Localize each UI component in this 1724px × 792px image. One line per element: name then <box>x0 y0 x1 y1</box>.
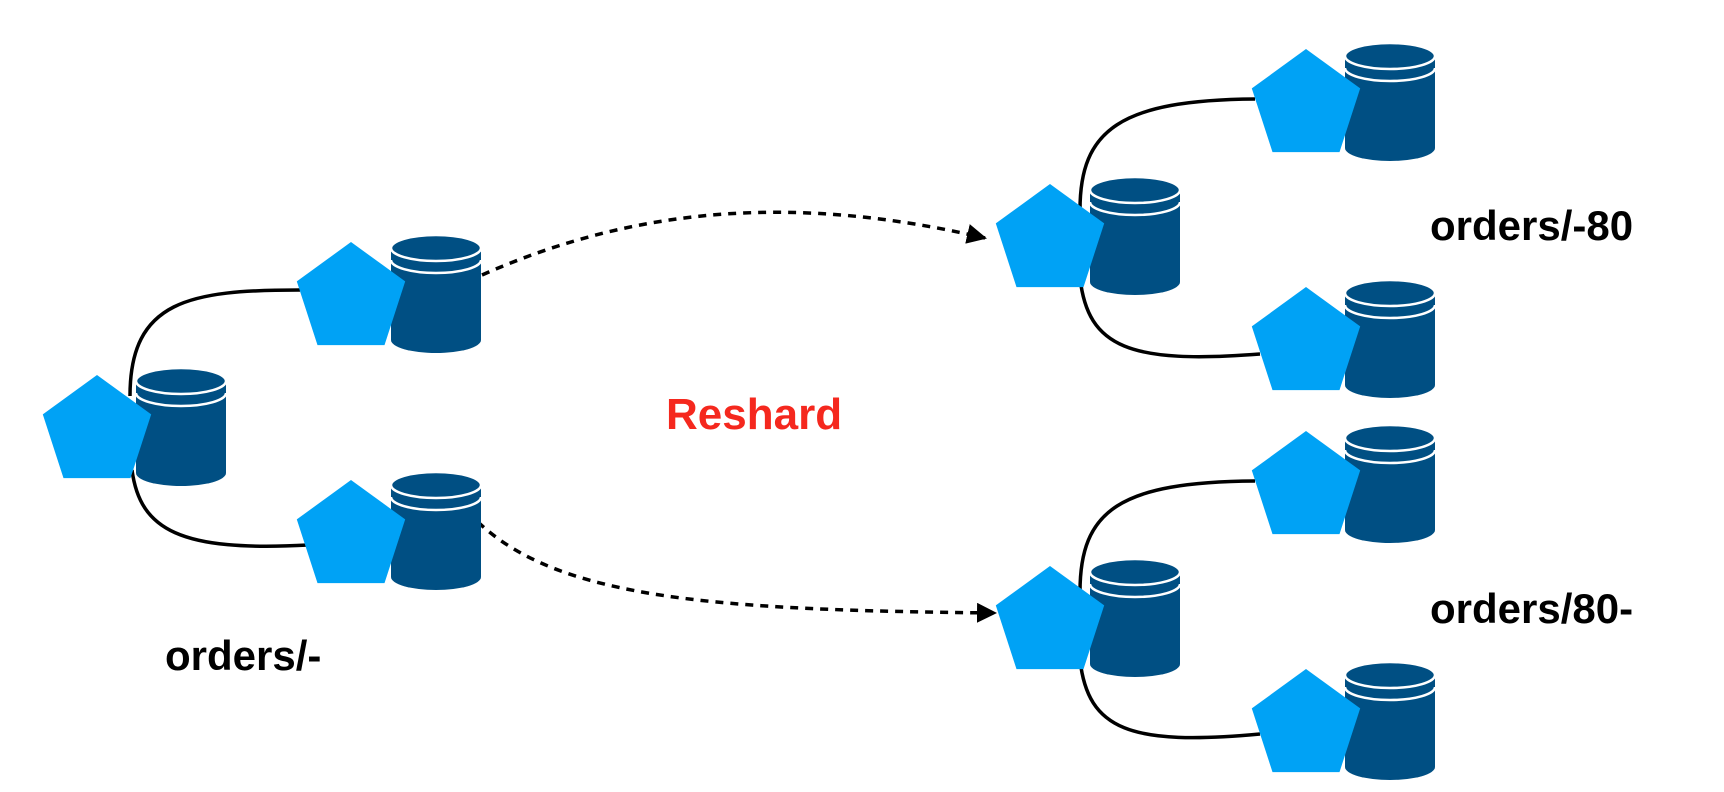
connector-t2-bottom <box>1078 659 1261 740</box>
node-target2-replica-top <box>1251 423 1437 543</box>
target-shard-label-1: orders/-80 <box>1430 202 1634 249</box>
pentagon-icon <box>995 566 1105 670</box>
connector-t1-bottom <box>1078 277 1261 359</box>
database-cylinder-icon <box>1343 660 1437 780</box>
pentagon-icon <box>995 184 1105 288</box>
database-cylinder-icon <box>389 233 483 353</box>
pentagon-icon <box>296 242 406 346</box>
reshard-arrows <box>476 210 997 623</box>
node-target1-primary <box>995 175 1182 295</box>
connector-t2-top <box>1078 479 1256 593</box>
pentagon-icon <box>1251 49 1361 153</box>
pentagon-icon <box>1251 669 1361 773</box>
database-cylinder-icon <box>1088 175 1182 295</box>
database-cylinder-icon <box>1343 278 1437 398</box>
connector-source-top <box>128 288 301 397</box>
reshard-label: Reshard <box>666 390 843 439</box>
reshard-arrow-top <box>481 210 987 277</box>
node-source-primary <box>42 366 228 486</box>
node-source-replica-top <box>296 233 483 353</box>
database-cylinder-icon <box>1343 41 1437 161</box>
database-cylinder-icon <box>1343 423 1437 543</box>
nodes <box>42 41 1437 780</box>
reshard-arrow-bottom <box>476 520 997 623</box>
pentagon-icon <box>1251 287 1361 391</box>
node-target2-replica-bottom <box>1251 660 1437 780</box>
target-shard-label-2: orders/80- <box>1430 585 1634 632</box>
node-target2-primary <box>995 557 1182 677</box>
node-target1-replica-top <box>1251 41 1437 161</box>
source-shard-label: orders/- <box>165 632 322 679</box>
pentagon-icon <box>42 375 152 479</box>
database-cylinder-icon <box>1088 557 1182 677</box>
node-target1-replica-bottom <box>1251 278 1437 398</box>
connector-t1-top <box>1078 97 1256 211</box>
replica-connectors <box>128 97 1261 740</box>
database-cylinder-icon <box>389 470 483 590</box>
node-source-replica-bottom <box>296 470 483 590</box>
pentagon-icon <box>296 480 406 584</box>
database-cylinder-icon <box>134 366 228 486</box>
connector-source-bottom <box>130 469 309 548</box>
pentagon-icon <box>1251 431 1361 535</box>
